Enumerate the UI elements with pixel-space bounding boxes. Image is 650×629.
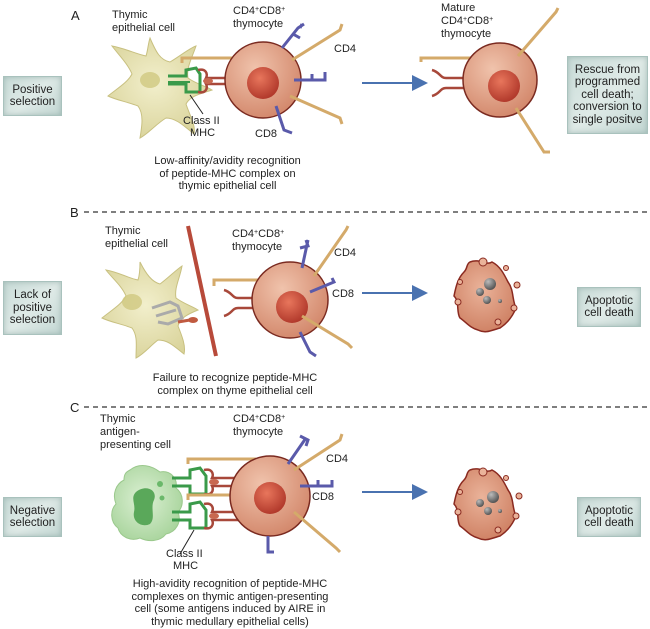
panel-c-apc-label-1: Thymic	[100, 413, 136, 425]
panel-a-mature-tcr	[431, 68, 470, 98]
rescue-result-box: Rescue from programmed cell death; conve…	[567, 56, 648, 134]
panel-a-mature-cd4	[514, 7, 560, 154]
panel-a-mature-label-2: CD4+CD8+	[441, 15, 493, 27]
panel-c-caption: High-avidity recognition of peptide-MHC …	[131, 578, 329, 628]
panel-a-thymocyte-label-2: thymocyte	[233, 18, 283, 30]
panel-a-cd8-label: CD8	[255, 128, 277, 140]
panel-b-cd8-label: CD8	[332, 288, 354, 300]
panel-c-apoptotic-result-box: Apoptotic cell death	[577, 497, 641, 537]
panel-a-epithelial-cell	[107, 36, 214, 139]
panel-b-epithelial-label-2: epithelial cell	[105, 238, 168, 250]
panel-a-epithelial-label-1: Thymic	[112, 9, 148, 21]
panel-c-mhc-label-1: Class II	[166, 548, 203, 560]
panel-b-apoptotic-result-box: Apoptotic cell death	[577, 287, 641, 327]
panel-b-barrier	[186, 225, 218, 357]
lack-of-positive-selection-box: Lack of positive selection	[3, 281, 62, 335]
panel-a-mhc-label-2: MHC	[190, 127, 215, 139]
panel-a-tcr	[197, 68, 232, 94]
panel-c-class-ii-mhc	[172, 466, 208, 530]
panel-b-peptide-tip	[188, 317, 198, 323]
panel-b-cd4	[301, 225, 354, 350]
panel-letter-b: B	[70, 205, 79, 220]
panel-a-cd4-bar	[180, 56, 240, 63]
panel-c-mhc-label-2: MHC	[173, 560, 198, 572]
panel-a-thymocyte-label-1: CD4+CD8+	[233, 5, 285, 17]
panel-a-cd4	[289, 23, 344, 125]
panel-c-cd4-label: CD4	[326, 453, 348, 465]
panel-b-caption: Failure to recognize peptide-MHC complex…	[152, 372, 318, 397]
panel-a-epithelial-label-2: epithelial cell	[112, 22, 175, 34]
panel-a-mature-label-1: Mature	[441, 2, 475, 14]
panel-b-tcr	[223, 288, 258, 318]
panel-a-cd4-label: CD4	[334, 43, 356, 55]
panel-c-peptide-1	[209, 479, 219, 485]
panel-c-thymocyte-label-1: CD4+CD8+	[233, 413, 285, 425]
panel-c-apc-label-3: presenting cell	[100, 439, 171, 451]
panel-b-cd8	[298, 239, 337, 358]
panel-letter-a: A	[71, 8, 80, 23]
panel-b-cd4-label: CD4	[334, 247, 356, 259]
panel-b-peptide	[177, 318, 191, 324]
panel-a-caption: Low-affinity/avidity recognition of pept…	[154, 155, 301, 192]
panel-c-apc-cell	[111, 465, 183, 542]
panel-c-apoptotic-cell	[453, 467, 523, 541]
panel-b-thymocyte-label-1: CD4+CD8+	[232, 228, 284, 240]
panel-a-mature-nucleus	[488, 70, 520, 102]
panel-c-cd4	[293, 433, 344, 554]
panel-c-thymocyte-label-2: thymocyte	[233, 426, 283, 438]
panel-c-apc-label-2: antigen-	[100, 426, 140, 438]
panel-a-class-ii-mhc	[168, 66, 204, 115]
panel-a-nucleus	[247, 67, 279, 99]
panel-a-mature-label-3: thymocyte	[441, 28, 491, 40]
panel-b-nucleus	[276, 291, 308, 323]
negative-selection-box: Negative selection	[3, 497, 62, 537]
panel-b-epithelial-cell	[101, 261, 200, 359]
panel-b-mhc-gray	[151, 300, 184, 326]
panel-c-peptide-2	[209, 513, 219, 519]
panel-b-epithelial-label-1: Thymic	[105, 225, 141, 237]
panel-c-mhc-pointer	[179, 529, 195, 555]
panel-c-nucleus	[254, 482, 286, 514]
panel-c-cd8	[266, 434, 334, 554]
panel-a-mhc-label-1: Class II	[183, 115, 220, 127]
panel-c-cd8-label: CD8	[312, 491, 334, 503]
panel-a-cd8	[274, 22, 327, 135]
panel-b-cd4-bar	[212, 278, 276, 286]
panel-a-mature-cd4-bar	[419, 56, 482, 62]
panel-letter-c: C	[70, 400, 79, 415]
panel-b-thymocyte-label-2: thymocyte	[232, 241, 282, 253]
panel-b-apoptotic-cell	[453, 257, 521, 333]
panel-c-cd4-bar-1	[186, 457, 256, 464]
positive-selection-box: Positive selection	[3, 76, 62, 116]
